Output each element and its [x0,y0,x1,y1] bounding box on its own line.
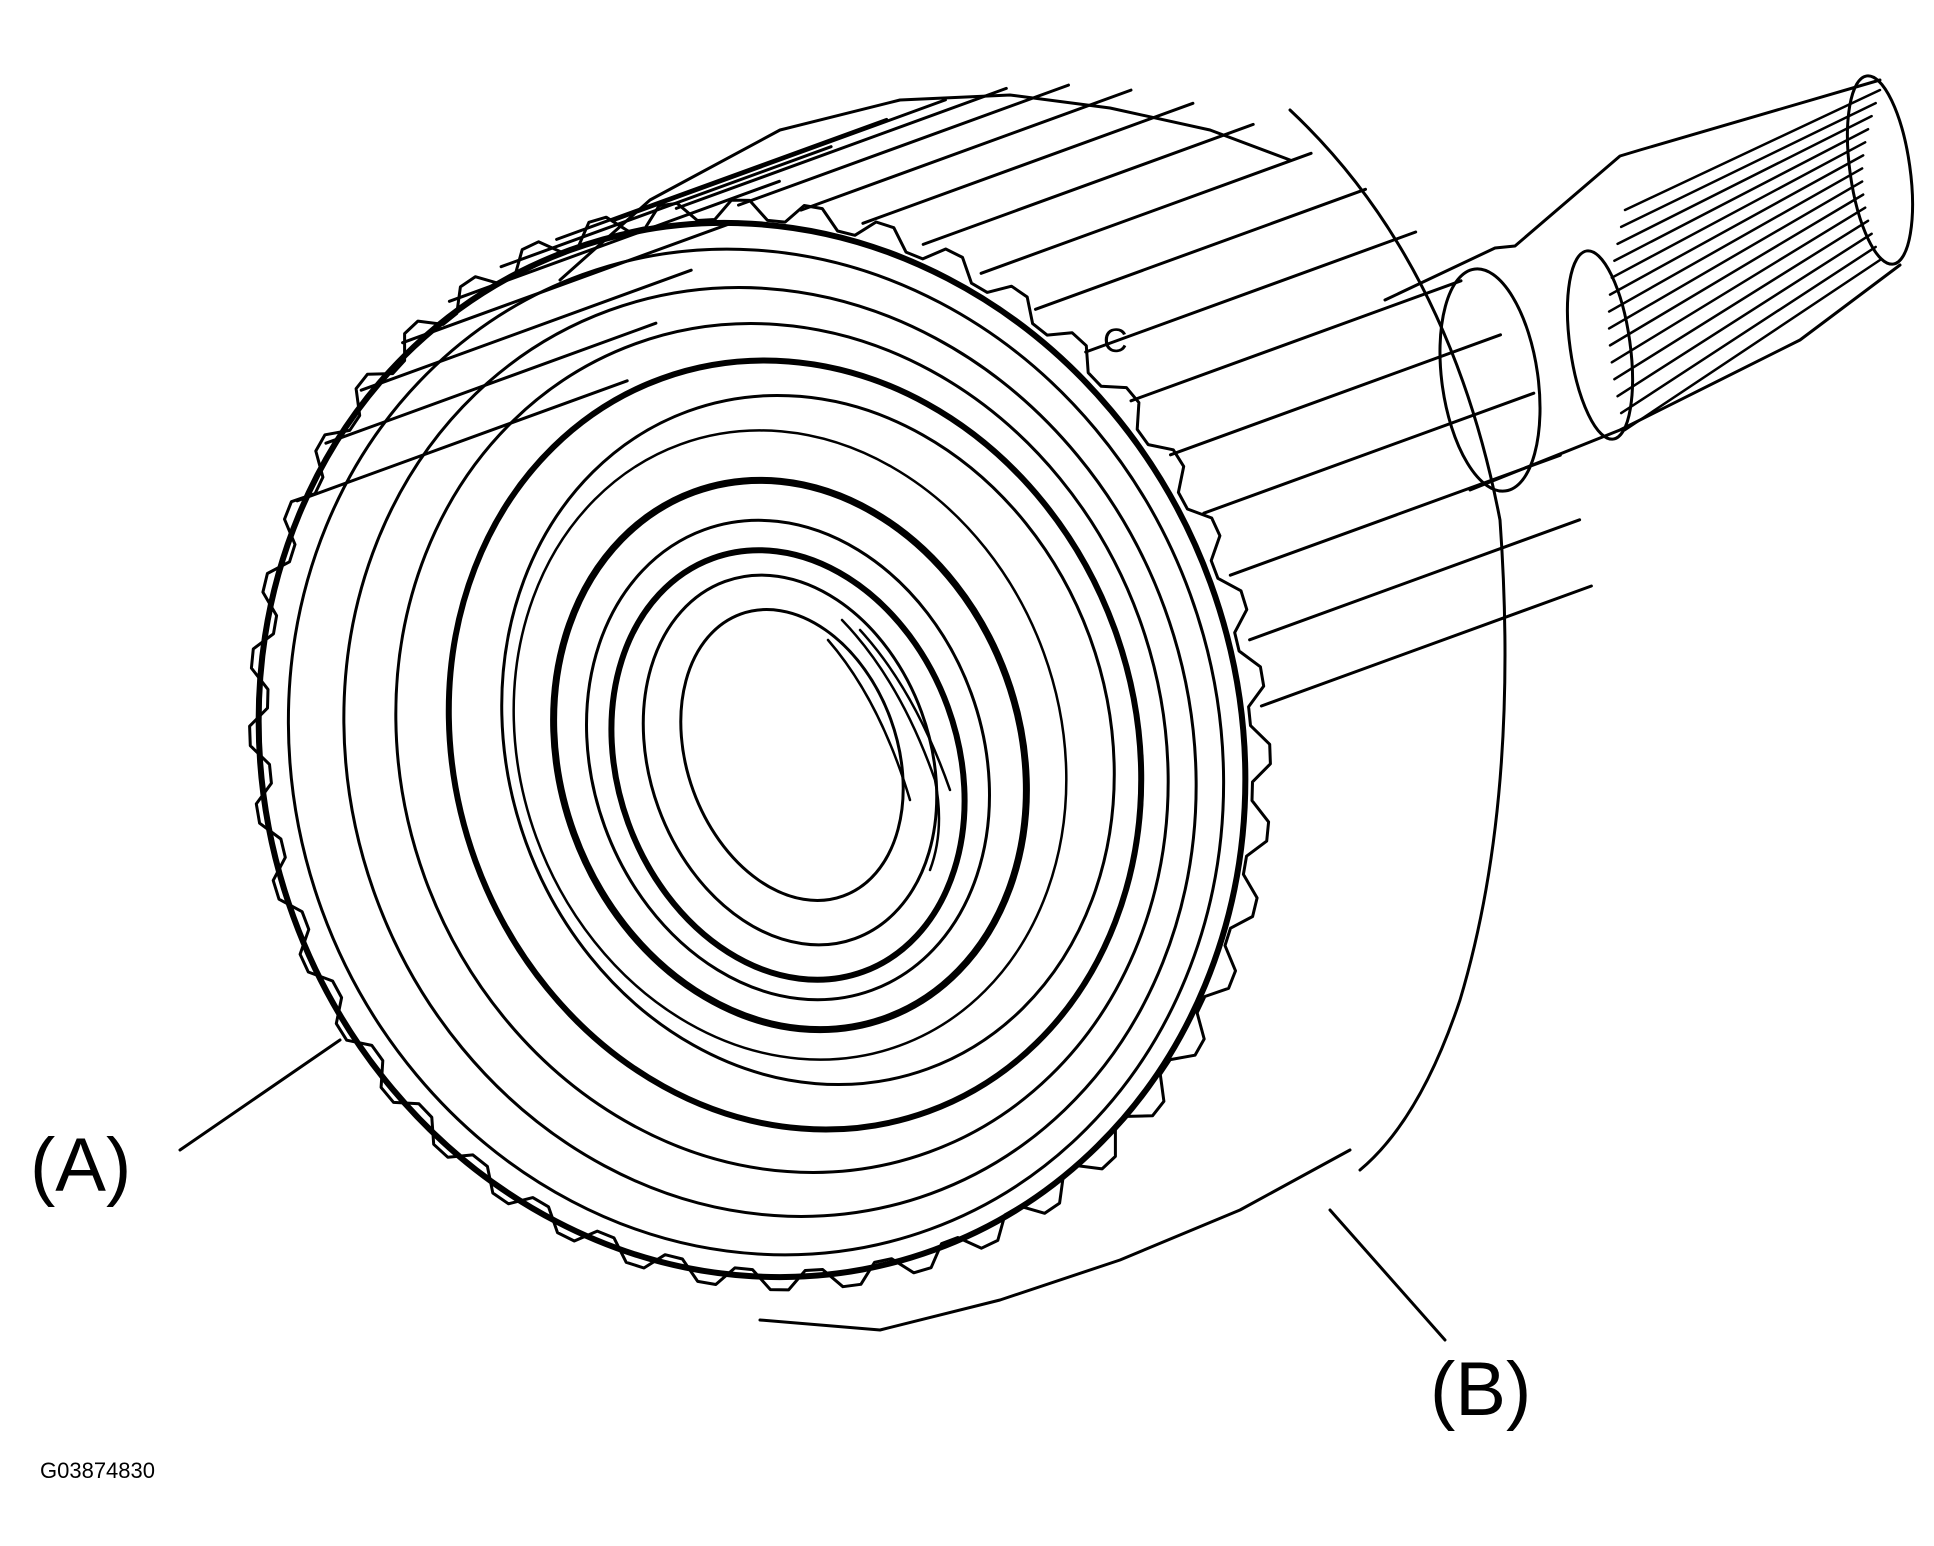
spline-groove [1616,114,1873,246]
figure-id: G03874830 [40,1458,155,1483]
callout-label-b: (B) [1430,1347,1532,1432]
callout-label-a: (A) [30,1123,132,1208]
tooth-ridge [737,83,1070,207]
tooth-ridge [613,98,947,222]
tooth-ridge [324,321,658,445]
spline-groove [1619,245,1877,415]
tooth-ridge [295,379,629,503]
tooth-ridge [674,86,1008,210]
leader-line-a [178,1038,342,1152]
leader-lines [178,1038,1447,1342]
tooth-ridge [1248,518,1582,642]
drum-body [295,83,1593,1332]
tooth-ridge [1259,584,1593,708]
tooth-ridge [921,122,1255,246]
tooth-ridge [499,145,833,269]
part-mark-letter: C [1103,322,1128,360]
tooth-ridge [401,221,735,345]
spline-groove [1616,232,1873,398]
spline-groove [1623,88,1882,212]
tooth-ridge [1228,453,1562,577]
tooth-ridge [1169,333,1502,457]
spline-groove [1607,180,1864,330]
spline-groove [1613,127,1870,263]
tooth-ridge [861,101,1195,225]
spline-groove [1610,141,1867,279]
spline-groove [1610,206,1867,364]
drum-front-face [248,198,1272,1292]
tooth-ridge [1202,391,1536,515]
leader-line-b [1328,1208,1447,1342]
spline-groove [1623,258,1882,432]
tooth-ridge [799,88,1133,212]
tooth-ridge [1129,279,1463,403]
spline-groove [1619,101,1877,229]
tooth-ridge [359,268,693,392]
spline-groove [1608,154,1865,296]
spline-groove [1608,193,1865,347]
spline-groove [1613,219,1870,381]
tooth-ridge [979,151,1313,275]
spline-groove [1607,167,1864,313]
tooth-ridge [1034,187,1367,311]
input-shaft [1383,74,1915,493]
tooth-ridge [1084,230,1418,354]
